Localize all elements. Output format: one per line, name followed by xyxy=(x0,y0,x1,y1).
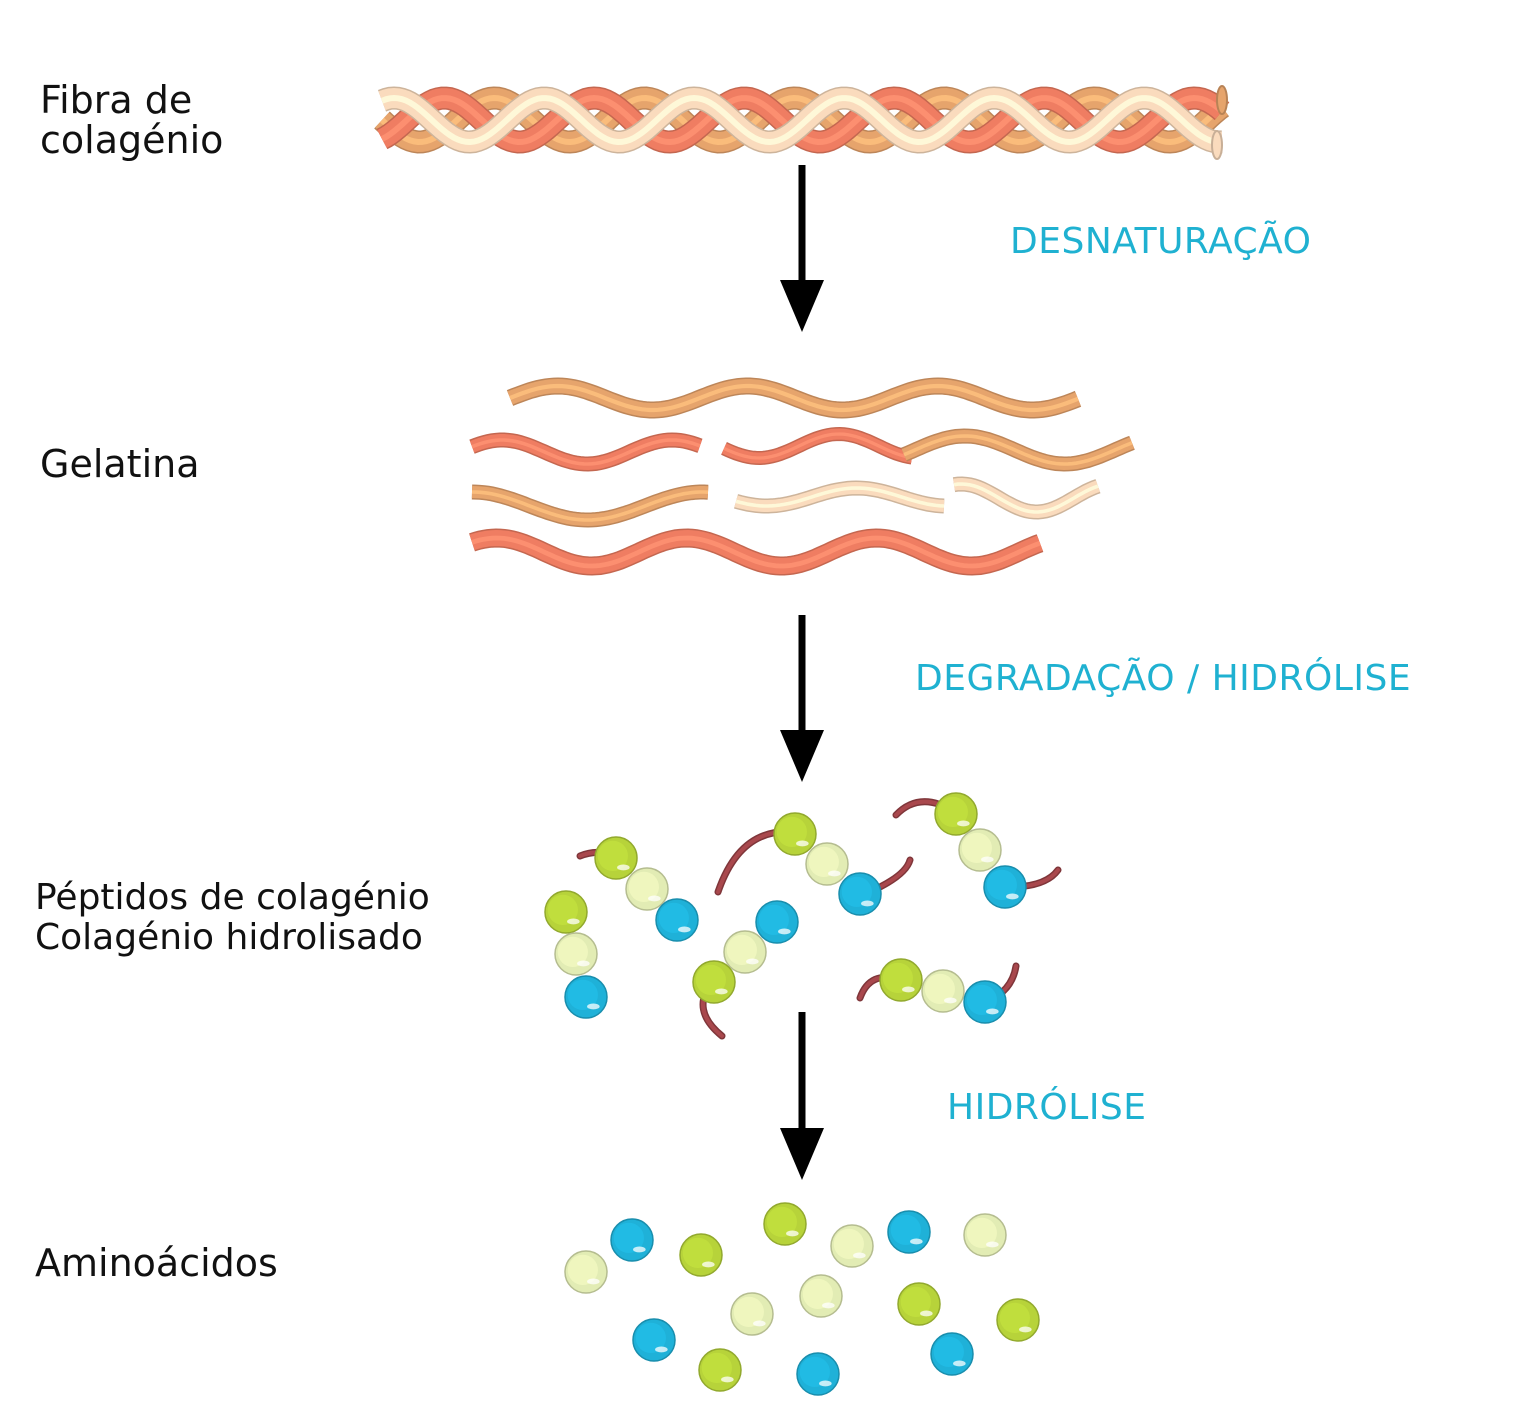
fiber-label-line-1: Fibra de xyxy=(40,78,193,122)
down-arrow-icon xyxy=(780,1012,824,1180)
peptides-label-line-1: Péptidos de colagénio xyxy=(35,877,430,918)
gelatin-strands-icon xyxy=(469,377,1135,576)
fiber-end xyxy=(1211,130,1223,160)
hydrolysis-label: HIDRÓLISE xyxy=(947,1087,1147,1128)
peptide-chains-icon xyxy=(544,792,1062,1040)
gelatin-label-line-1: Gelatina xyxy=(40,442,200,486)
peptides-label: Péptidos de colagénio Colagénio hidrolis… xyxy=(35,878,430,958)
down-arrow-icon xyxy=(780,615,824,782)
degradation-label: DEGRADAÇÃO / HIDRÓLISE xyxy=(915,658,1412,699)
fiber-end xyxy=(1216,85,1228,115)
peptides-label-line-2: Colagénio hidrolisado xyxy=(35,917,423,958)
gelatin-label: Gelatina xyxy=(40,444,200,484)
collagen-fiber-icon xyxy=(374,85,1230,160)
fiber-label-line-2: colagénio xyxy=(40,118,224,162)
aminoacids-label: Aminoácidos xyxy=(35,1243,278,1283)
down-arrow-icon xyxy=(780,165,824,332)
aminoacids-label-line-1: Aminoácidos xyxy=(35,1241,278,1285)
amino-acid-beads-icon xyxy=(564,1202,1040,1396)
denaturation-label: DESNATURAÇÃO xyxy=(1010,221,1312,262)
fiber-label: Fibra de colagénio xyxy=(40,80,223,160)
